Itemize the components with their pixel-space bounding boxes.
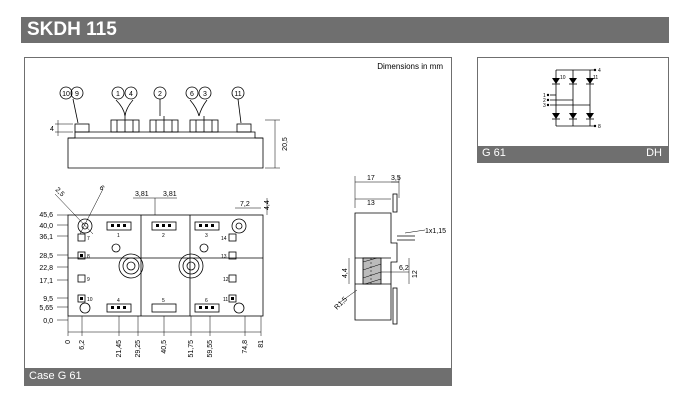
hole-dim: 6	[98, 184, 106, 192]
side-dim-left: 4	[50, 126, 54, 133]
terminal-1: 1	[543, 93, 546, 99]
side-view	[55, 86, 280, 169]
connector-dots	[80, 224, 234, 309]
section-dim-radius: R1,5	[333, 296, 348, 311]
case-drawing: Dimensions in mm	[39, 62, 446, 358]
x-dim: 59,55	[207, 340, 214, 358]
terminal-4: 4	[598, 68, 601, 74]
terminal-8: 8	[598, 124, 601, 130]
x-dim: 0	[65, 340, 72, 344]
pin-label: 13	[221, 254, 227, 260]
hole-dim: 2,5	[54, 186, 66, 198]
case-caption-text: Case G 61	[29, 370, 82, 382]
circuit-schematic: 4 10 11 1 2 3 8	[543, 68, 601, 130]
terminal-10: 10	[560, 75, 566, 81]
y-dim: 5,65	[39, 305, 53, 312]
section-dim-bore: 4,4	[342, 268, 349, 278]
pin-label: 11	[223, 297, 228, 303]
x-dim: 51,75	[188, 340, 195, 358]
terminal-label: 9	[75, 91, 79, 98]
case-caption: Case G 61	[25, 368, 451, 385]
pin-label: 9	[87, 277, 90, 283]
terminal-label: 11	[234, 91, 241, 98]
x-dim: 6,2	[79, 340, 86, 350]
pitch-dim: 3,81	[135, 191, 149, 198]
side-dim-height: 20,5	[282, 137, 289, 151]
section-dim: 3,5	[391, 175, 401, 182]
section-dim: 17	[367, 175, 375, 182]
section-view	[338, 176, 426, 325]
units-note: Dimensions in mm	[377, 62, 443, 71]
terminal-3: 3	[543, 103, 546, 109]
y-dim: 36,1	[39, 234, 53, 241]
pin-label: 12	[223, 277, 229, 283]
x-dim: 40,5	[161, 340, 168, 354]
terminal-2: 2	[543, 98, 546, 104]
y-dim: 0,0	[43, 318, 53, 325]
case-drawing-panel: Dimensions in mm	[24, 57, 452, 386]
pin-label: 7	[87, 236, 90, 242]
pin-label: 6	[205, 298, 208, 304]
pin-label: 14	[221, 236, 227, 242]
pin-label: 10	[87, 297, 93, 303]
pin-label: 5	[162, 298, 165, 304]
terminal-label: 4	[129, 91, 133, 98]
circuit-panel: 4 10 11 1 2 3 8 G 61 DH	[477, 57, 669, 163]
circuit-caption-left: G 61	[482, 147, 506, 159]
circuit-caption-right: DH	[646, 147, 662, 159]
x-dim: 21,45	[116, 340, 123, 358]
title-bar: SKDH 115	[21, 17, 669, 43]
top-view	[54, 188, 268, 336]
pin-label: 3	[205, 233, 208, 239]
terminal-label: 2	[158, 91, 162, 98]
terminal-label: 1	[116, 91, 120, 98]
y-dim: 22,8	[39, 265, 53, 272]
terminal-label: 10	[62, 91, 70, 98]
y-dim: 17,1	[39, 278, 53, 285]
terminal-11: 11	[593, 75, 598, 81]
x-dim: 74,8	[242, 340, 249, 354]
right-dim: 4,4	[264, 200, 271, 210]
pin-label: 4	[117, 298, 120, 304]
right-dim: 7,2	[240, 201, 250, 208]
y-dim: 40,0	[39, 223, 53, 230]
x-dim: 29,25	[135, 340, 142, 358]
terminal-label: 6	[190, 91, 194, 98]
x-dim: 81	[258, 340, 265, 348]
y-dim: 28,5	[39, 253, 53, 260]
section-dim-pin: 1x1,15	[425, 228, 446, 235]
pin-label: 8	[87, 254, 90, 260]
section-dim-inner: 6,2	[399, 265, 409, 272]
terminal-label: 3	[203, 91, 207, 98]
pitch-dim: 3,81	[163, 191, 177, 198]
section-dim-outer: 12	[412, 270, 419, 278]
y-dim: 45,6	[39, 212, 53, 219]
section-dim: 13	[367, 200, 375, 207]
circuit-caption: G 61 DH	[478, 146, 668, 162]
pin-label: 1	[117, 233, 120, 239]
pin-label: 2	[162, 233, 165, 239]
y-dim: 9,5	[43, 296, 53, 303]
page-title: SKDH 115	[27, 19, 117, 40]
